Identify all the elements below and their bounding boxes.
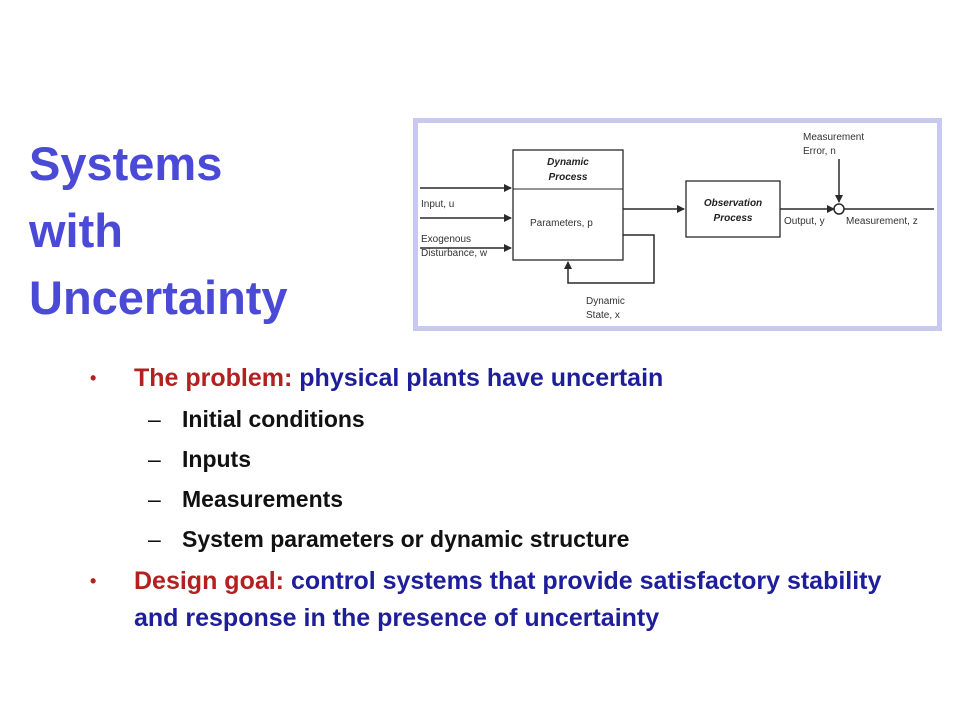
sub-bullet-list: –Initial conditions –Inputs –Measurement… (134, 399, 890, 559)
block-diagram: Dynamic Process Parameters, p Observatio… (413, 118, 942, 331)
exogenous-label-2: Disturbance, w (421, 248, 488, 259)
sub-bullet: –Inputs (134, 439, 890, 479)
bullet-list: • The problem: physical plants have unce… (90, 360, 890, 637)
sub-bullet-dash: – (148, 446, 161, 472)
bullet-dot: • (90, 368, 97, 388)
title-line-1: Systems (29, 137, 223, 190)
bullet-lead: The problem: (134, 364, 293, 392)
dynamic-state-label-2: State, x (586, 310, 620, 321)
bullet-text: control systems that provide satisfactor… (134, 567, 882, 632)
sub-bullet-dash: – (148, 486, 161, 512)
title-line-2: with (29, 204, 123, 257)
dynamic-process-label-1: Dynamic (547, 157, 589, 168)
observation-process-label-1: Observation (704, 198, 762, 209)
bullet-dot: • (90, 571, 97, 591)
bullet-lead: Design goal: (134, 567, 285, 595)
block-diagram-canvas: Dynamic Process Parameters, p Observatio… (418, 123, 937, 326)
observation-process-block (685, 180, 781, 238)
sub-bullet: –Measurements (134, 479, 890, 519)
bullet-problem: • The problem: physical plants have unce… (90, 360, 890, 559)
sub-bullet-text: System parameters or dynamic structure (182, 526, 630, 552)
parameters-label: Parameters, p (530, 218, 593, 229)
bullet-design-goal: • Design goal: control systems that prov… (90, 563, 890, 637)
sub-bullet-dash: – (148, 526, 161, 552)
sub-bullet-text: Inputs (182, 446, 251, 472)
summing-junction (833, 203, 845, 215)
sub-bullet-text: Measurements (182, 486, 344, 512)
sub-bullet: –Initial conditions (134, 399, 890, 439)
observation-process-label-2: Process (714, 213, 753, 224)
dynamic-state-feedback-arrow (564, 234, 655, 284)
measurement-error-label-2: Error, n (803, 146, 836, 157)
input-label: Input, u (421, 199, 454, 210)
sub-bullet-dash: – (148, 406, 161, 432)
measurement-label: Measurement, z (846, 216, 918, 227)
slide-title: Systems with Uncertainty (29, 130, 288, 331)
block-diagram-svg: Dynamic Process Parameters, p Observatio… (420, 132, 934, 321)
measurement-error-label-1: Measurement (803, 132, 864, 143)
sub-bullet: –System parameters or dynamic structure (134, 519, 890, 559)
dynamic-state-label-1: Dynamic (586, 296, 625, 307)
dynamic-process-block (512, 149, 624, 261)
dynamic-process-label-2: Process (549, 172, 588, 183)
exogenous-label-1: Exogenous (421, 234, 471, 245)
sub-bullet-text: Initial conditions (182, 406, 365, 432)
output-label: Output, y (784, 216, 825, 227)
bullet-text: physical plants have uncertain (292, 364, 664, 392)
title-line-3: Uncertainty (29, 271, 288, 324)
